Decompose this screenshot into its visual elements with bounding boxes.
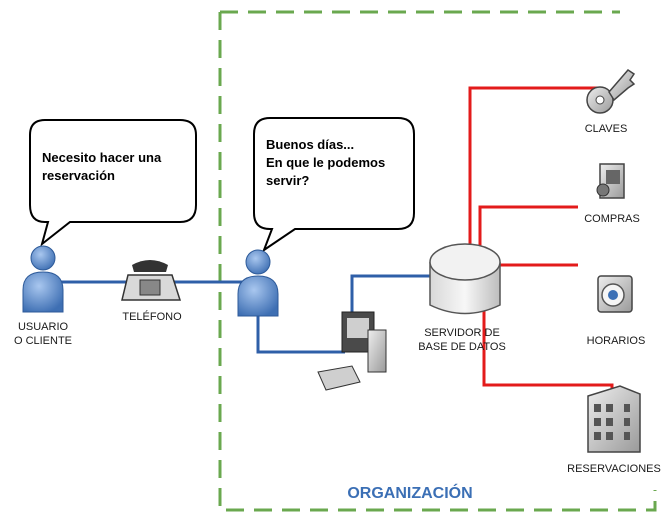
module-label-claves: CLAVES	[585, 123, 628, 135]
client-speech-line1: Necesito hacer una	[42, 150, 162, 165]
computer-icon	[317, 311, 387, 391]
client-label-line1: USUARIO	[18, 321, 69, 333]
building-icon	[587, 385, 641, 453]
database-server-icon	[429, 243, 501, 315]
client-person-icon	[22, 245, 64, 313]
client-label-line2: O CLIENTE	[14, 335, 72, 347]
agent-speech-line3: servir?	[266, 173, 309, 188]
agent-speech-line1: Buenos días...	[266, 137, 354, 152]
module-label-reservaciones: RESERVACIONES	[567, 463, 661, 475]
key-icon	[586, 69, 636, 114]
organization-label: ORGANIZACIÓN	[347, 483, 472, 502]
client-speech-bubble: Necesito hacer una reservación	[29, 119, 197, 247]
webcam-icon	[597, 275, 633, 313]
telephone-icon	[121, 260, 182, 301]
agent-speech-line2: En que le podemos	[266, 155, 385, 170]
agent-speech-bubble: Buenos días... En que le podemos servir?	[253, 117, 415, 253]
agent-person-icon	[237, 249, 279, 317]
module-label-compras: COMPRAS	[584, 213, 640, 225]
server-label-line1: SERVIDOR DE	[424, 327, 500, 339]
phone-label: TELÉFONO	[122, 310, 182, 323]
server-label-line2: BASE DE DATOS	[418, 341, 506, 353]
camcorder-icon	[596, 163, 625, 199]
client-speech-line2: reservación	[42, 168, 115, 183]
module-label-horarios: HORARIOS	[587, 335, 646, 347]
organization-boundary	[218, 10, 657, 512]
